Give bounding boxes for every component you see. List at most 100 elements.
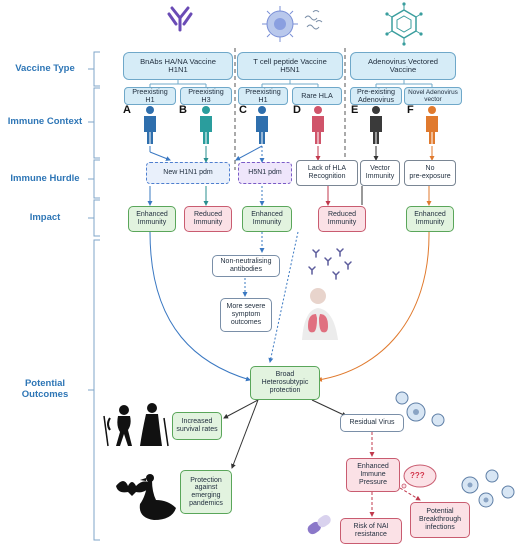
outcome-line: Enhanced (357, 463, 389, 471)
section-brackets (88, 51, 100, 541)
hurdle-box-new-h1n1: New H1N1 pdm (146, 162, 230, 184)
outcome-line: antibodies (230, 266, 262, 273)
hurdle-line: Immunity (365, 173, 395, 180)
context-line: Novel Adenovirus (408, 88, 458, 96)
context-line: H3 (201, 95, 211, 104)
outcome-line: Broad (275, 371, 295, 379)
outcome-line: emerging (191, 492, 221, 499)
vaccine-line: H1N1 (168, 65, 188, 74)
outcome-line: protection (269, 386, 301, 394)
hurdle-line: Lack of HLA (307, 165, 347, 173)
impact-line: Immunity (137, 219, 167, 226)
outcome-line: Risk of NAI (353, 523, 389, 531)
t-cell-icon (262, 6, 323, 42)
context-line: Preexisting (188, 87, 224, 97)
context-line: Adenovirus (358, 95, 394, 104)
context-line: Preexisting (245, 87, 281, 97)
impact-line: Enhanced (136, 211, 168, 219)
pill-icon (307, 514, 331, 535)
context-line: H1 (258, 95, 268, 104)
outcome-line: infections (425, 523, 455, 531)
context-letter-a: A (123, 104, 131, 116)
outcome-line: against (194, 484, 218, 492)
hurdle-line: No (425, 165, 435, 173)
outcome-line: pandemics (189, 499, 223, 507)
impact-line: Immunity (193, 219, 223, 226)
impact-line: Enhanced (414, 211, 446, 219)
outcome-line: outcomes (230, 318, 262, 326)
section-label-line: Outcomes (21, 389, 69, 400)
impact-line: Immunity (415, 219, 445, 226)
outcome-line: survival rates (176, 426, 218, 433)
column-dividers (234, 48, 346, 170)
virus-icon (395, 391, 515, 508)
context-letter-b: B (179, 104, 187, 116)
antibody-cluster-icon (308, 248, 352, 280)
hurdle-line: pre-exposure (409, 173, 451, 180)
section-label-immune-context: Immune Context (7, 116, 83, 127)
context-line: vector (424, 96, 442, 103)
question-marks: ??? (410, 471, 425, 480)
elderly-couple-icon (103, 403, 169, 447)
vaccine-line: Adenovirus Vectored (367, 56, 439, 66)
context-box-d: Rare HLA (292, 87, 342, 105)
context-letter-e: E (351, 104, 359, 116)
context-line: Rare HLA (301, 91, 333, 101)
outcome-line: Non-neutralising (220, 258, 272, 266)
outcome-line: Heterosubtypic (261, 379, 309, 387)
impact-line: Reduced (327, 211, 357, 219)
lungs-person-icon (302, 288, 338, 340)
section-label-impact: Impact (29, 212, 61, 223)
impact-line: Immunity (252, 219, 282, 226)
context-letter-f: F (407, 104, 414, 116)
hurdle-line: Vector (370, 165, 390, 173)
goose-icon (139, 474, 176, 520)
vaccine-line: Vaccine (389, 65, 417, 74)
outcome-line: resistance (355, 531, 387, 538)
vaccine-line: T cell peptide Vaccine (253, 56, 327, 66)
section-label-line: Potential (24, 378, 66, 389)
vaccine-line: H5N1 (280, 65, 300, 74)
impact-line: Immunity (327, 219, 357, 226)
antibody-icon (167, 6, 193, 32)
outcome-box-residual-virus: Residual Virus (340, 414, 404, 432)
outcome-line: Immune (360, 471, 386, 479)
section-label-potential-outcomes: Potential Outcomes (2, 378, 88, 400)
context-line: Preexisting (132, 87, 168, 97)
impact-line: Reduced (193, 211, 223, 219)
outcome-line: symptom (231, 311, 261, 319)
impact-line: Enhanced (251, 211, 283, 219)
hurdle-box-h5n1: H5N1 pdm (238, 162, 292, 184)
outcome-line: Increased (181, 418, 213, 426)
person-icon (144, 106, 438, 144)
outcome-line: Pressure (358, 478, 387, 486)
outcome-line: Breakthrough (418, 516, 462, 524)
adenovirus-icon (385, 2, 423, 46)
hurdle-line: Recognition (308, 173, 346, 180)
outcome-line: Protection (190, 476, 222, 484)
context-line: H1 (145, 95, 155, 104)
